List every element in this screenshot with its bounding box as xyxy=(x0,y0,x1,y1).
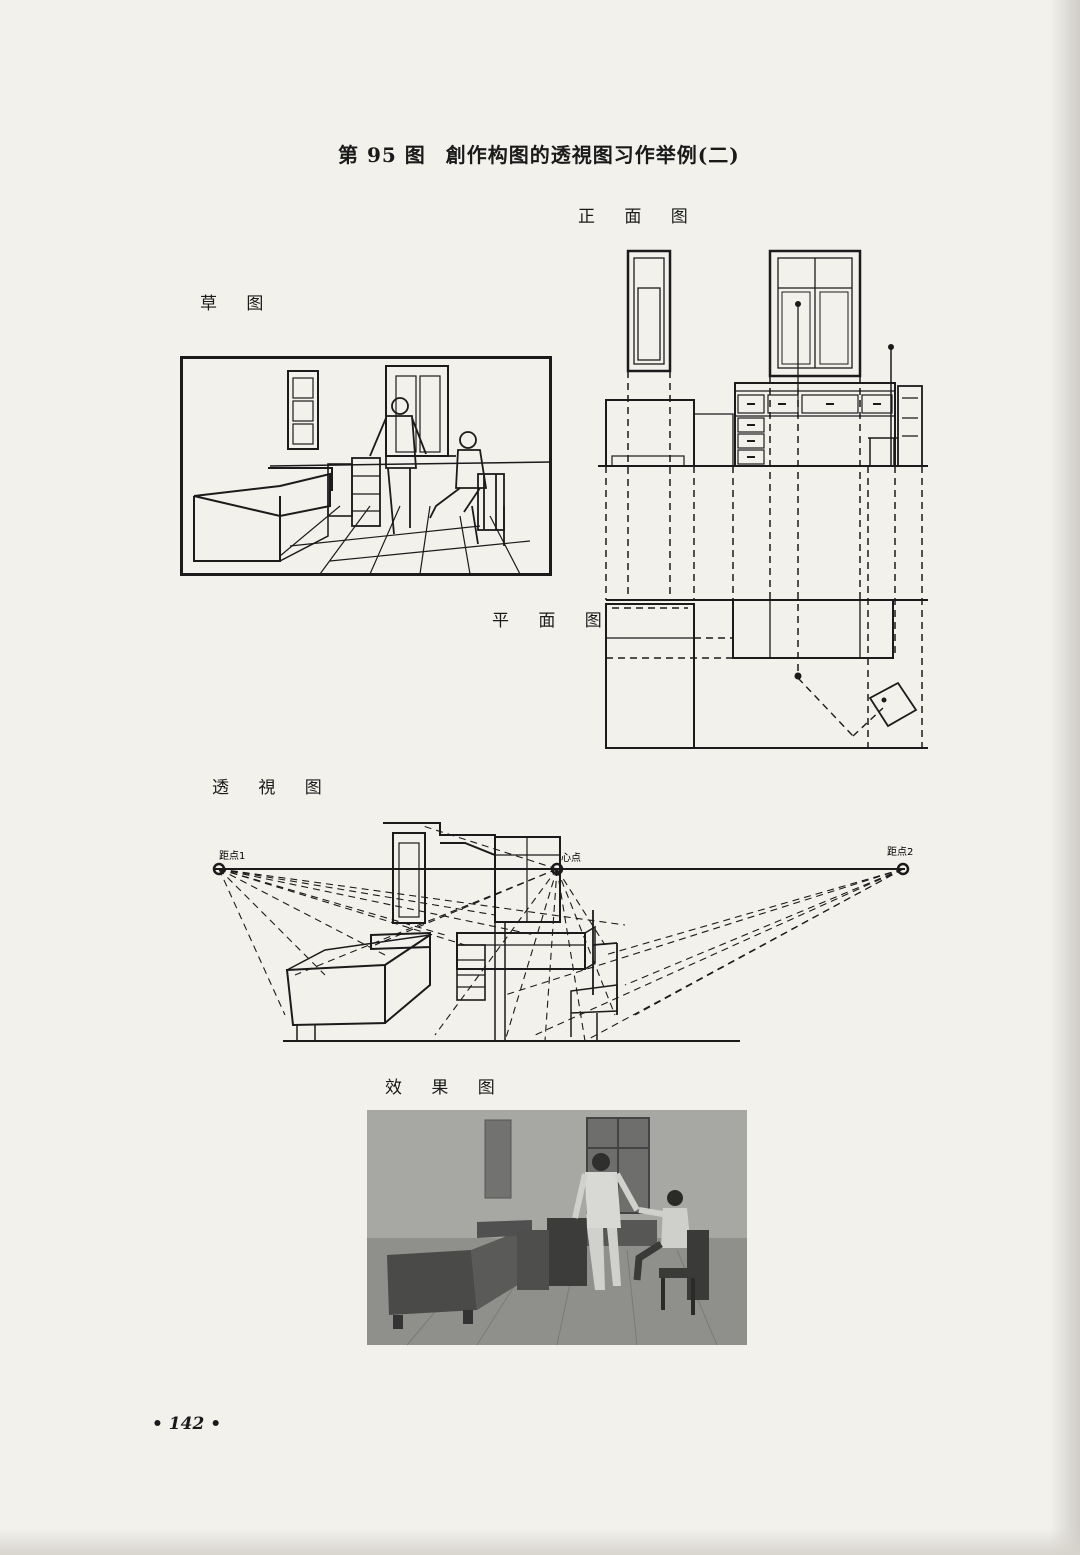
distance-point-1-label: 距点1 xyxy=(219,850,245,862)
distance-point-1-marker xyxy=(212,862,226,876)
sketch-drawing xyxy=(180,356,553,576)
figure-title: 第 95 图創作构图的透視图习作举例(二) xyxy=(338,139,768,168)
figure-number: 第 95 图 xyxy=(338,143,426,167)
sketch-label: 草 图 xyxy=(200,294,276,314)
plan-view-label: 平 面 图 xyxy=(492,611,614,631)
page-number: • 142 • xyxy=(152,1414,222,1434)
center-point-label: 心点 xyxy=(561,852,581,864)
front-and-plan-view xyxy=(598,249,928,749)
page-edge-shadow xyxy=(1050,0,1080,1555)
distance-point-2-marker xyxy=(896,862,910,876)
result-label: 效 果 图 xyxy=(385,1078,507,1098)
front-view-label: 正 面 图 xyxy=(578,207,700,227)
distance-point-2-label: 距点2 xyxy=(887,846,913,858)
perspective-label: 透 視 图 xyxy=(212,778,334,798)
result-illustration xyxy=(367,1110,747,1346)
page-bottom-shadow xyxy=(0,1529,1080,1555)
figure-title-text: 創作构图的透視图习作举例(二) xyxy=(445,143,740,167)
perspective-construction: 距点1 心点 距点2 xyxy=(212,822,913,1042)
